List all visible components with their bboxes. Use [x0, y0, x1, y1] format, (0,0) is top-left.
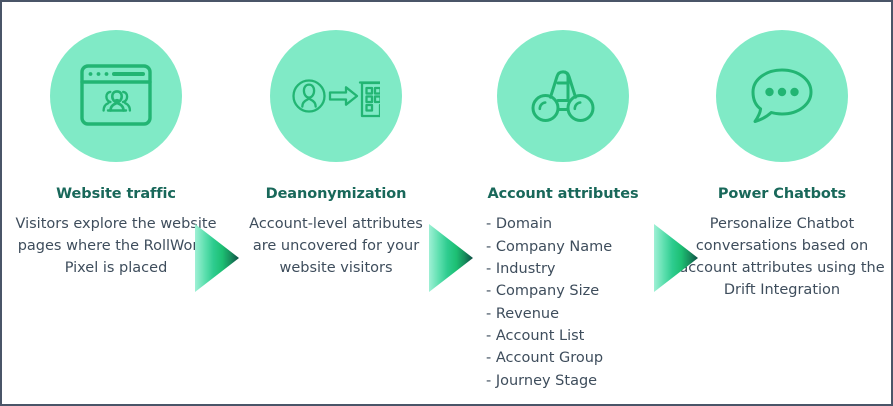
step-3: Account attributes - Domain - Company Na…: [468, 30, 658, 392]
browser-window-with-people-icon: [79, 63, 153, 129]
step-3-icon-circle: [468, 30, 658, 162]
step-4-body: Personalize Chatbot conversations based …: [679, 216, 885, 299]
step-3-heading: Account attributes: [487, 186, 639, 202]
step-2: Deanonymization Account-level attributes…: [240, 30, 432, 279]
icon-circle-background: [270, 30, 402, 162]
chat-bubble-dots-icon: [748, 65, 816, 127]
step-1-heading: Website traffic: [56, 186, 176, 202]
icon-circle-background: [716, 30, 848, 162]
flow-arrow-3: [654, 224, 698, 292]
list-item: - Domain: [486, 216, 553, 233]
person-to-company-arrow-icon: [292, 72, 380, 120]
flow-arrow-2: [429, 224, 473, 292]
list-item: - Journey Stage: [486, 372, 598, 389]
binoculars-icon: [530, 67, 596, 125]
list-item: - Industry: [486, 261, 556, 278]
step-4: Power Chatbots Personalize Chatbot conve…: [678, 30, 886, 302]
step-1-body: Visitors explore the website pages where…: [15, 216, 217, 277]
step-1: Website traffic Visitors explore the web…: [12, 30, 220, 279]
step-2-icon-circle: [240, 30, 432, 162]
account-attributes-list: - Domain - Company Name - Industry - Com…: [468, 213, 658, 392]
step-2-heading: Deanonymization: [265, 186, 407, 202]
list-item: - Company Size: [486, 283, 600, 300]
icon-circle-background: [50, 30, 182, 162]
list-item: - Revenue: [486, 305, 559, 322]
step-4-icon-circle: [678, 30, 886, 162]
flow-arrow-1: [195, 224, 239, 292]
step-2-body: Account-level attributes are uncovered f…: [249, 216, 423, 277]
list-item: - Company Name: [486, 238, 613, 255]
list-item: - Account List: [486, 328, 585, 345]
step-4-heading: Power Chatbots: [717, 186, 847, 202]
list-item: - Account Group: [486, 350, 604, 367]
icon-circle-background: [497, 30, 629, 162]
step-1-icon-circle: [12, 30, 220, 162]
